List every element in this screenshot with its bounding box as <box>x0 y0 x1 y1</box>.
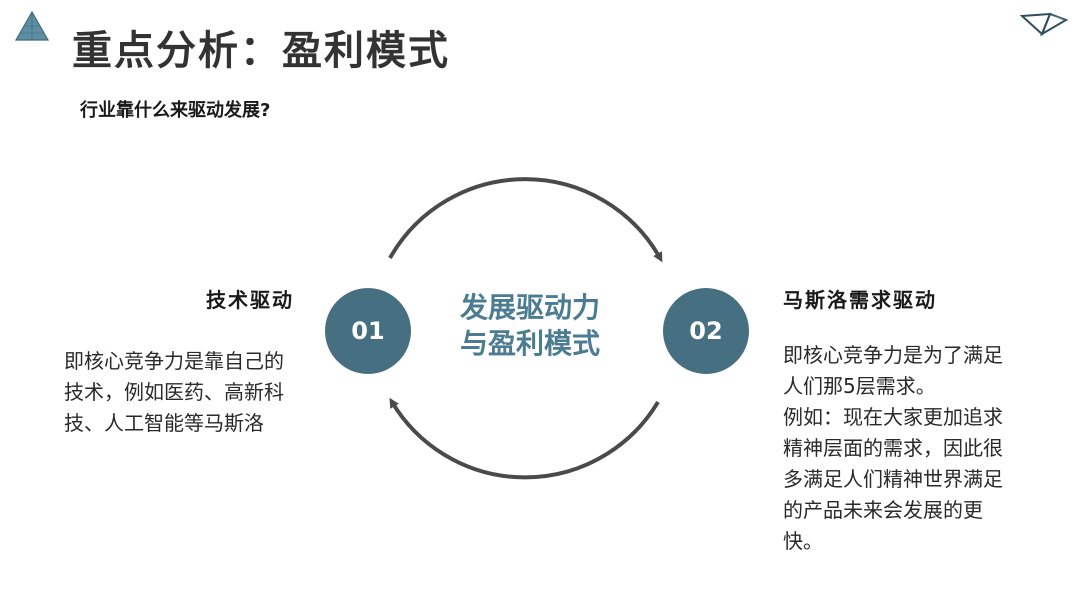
right-body-line2: 例如：现在大家更加追求精神层面的需求，因此很多满足人们精神世界满足的产品未来会发… <box>783 405 1003 553</box>
page-subtitle: 行业靠什么来驱动发展? <box>80 100 271 121</box>
page-title: 重点分析：盈利模式 <box>72 28 450 74</box>
center-label-line1: 发展驱动力 <box>459 291 600 324</box>
right-heading: 马斯洛需求驱动 <box>783 288 937 312</box>
left-heading: 技术驱动 <box>206 288 294 312</box>
center-label: 发展驱动力 与盈利模式 <box>430 290 630 362</box>
center-label-line2: 与盈利模式 <box>459 327 600 360</box>
badge-02: 02 <box>663 288 749 374</box>
badge-01: 01 <box>325 288 411 374</box>
bottom-arc-arrow <box>389 397 660 480</box>
top-arc-arrow <box>388 177 663 263</box>
folded-paper-icon <box>1020 12 1069 37</box>
pyramid-icon <box>14 10 50 41</box>
right-body-line1: 即核心竞争力是为了满足人们那5层需求。 <box>783 343 1003 398</box>
right-body: 即核心竞争力是为了满足人们那5层需求。 例如：现在大家更加追求精神层面的需求，因… <box>783 340 1009 557</box>
left-body: 即核心竞争力是靠自己的技术，例如医药、高新科技、人工智能等马斯洛 <box>64 349 284 435</box>
